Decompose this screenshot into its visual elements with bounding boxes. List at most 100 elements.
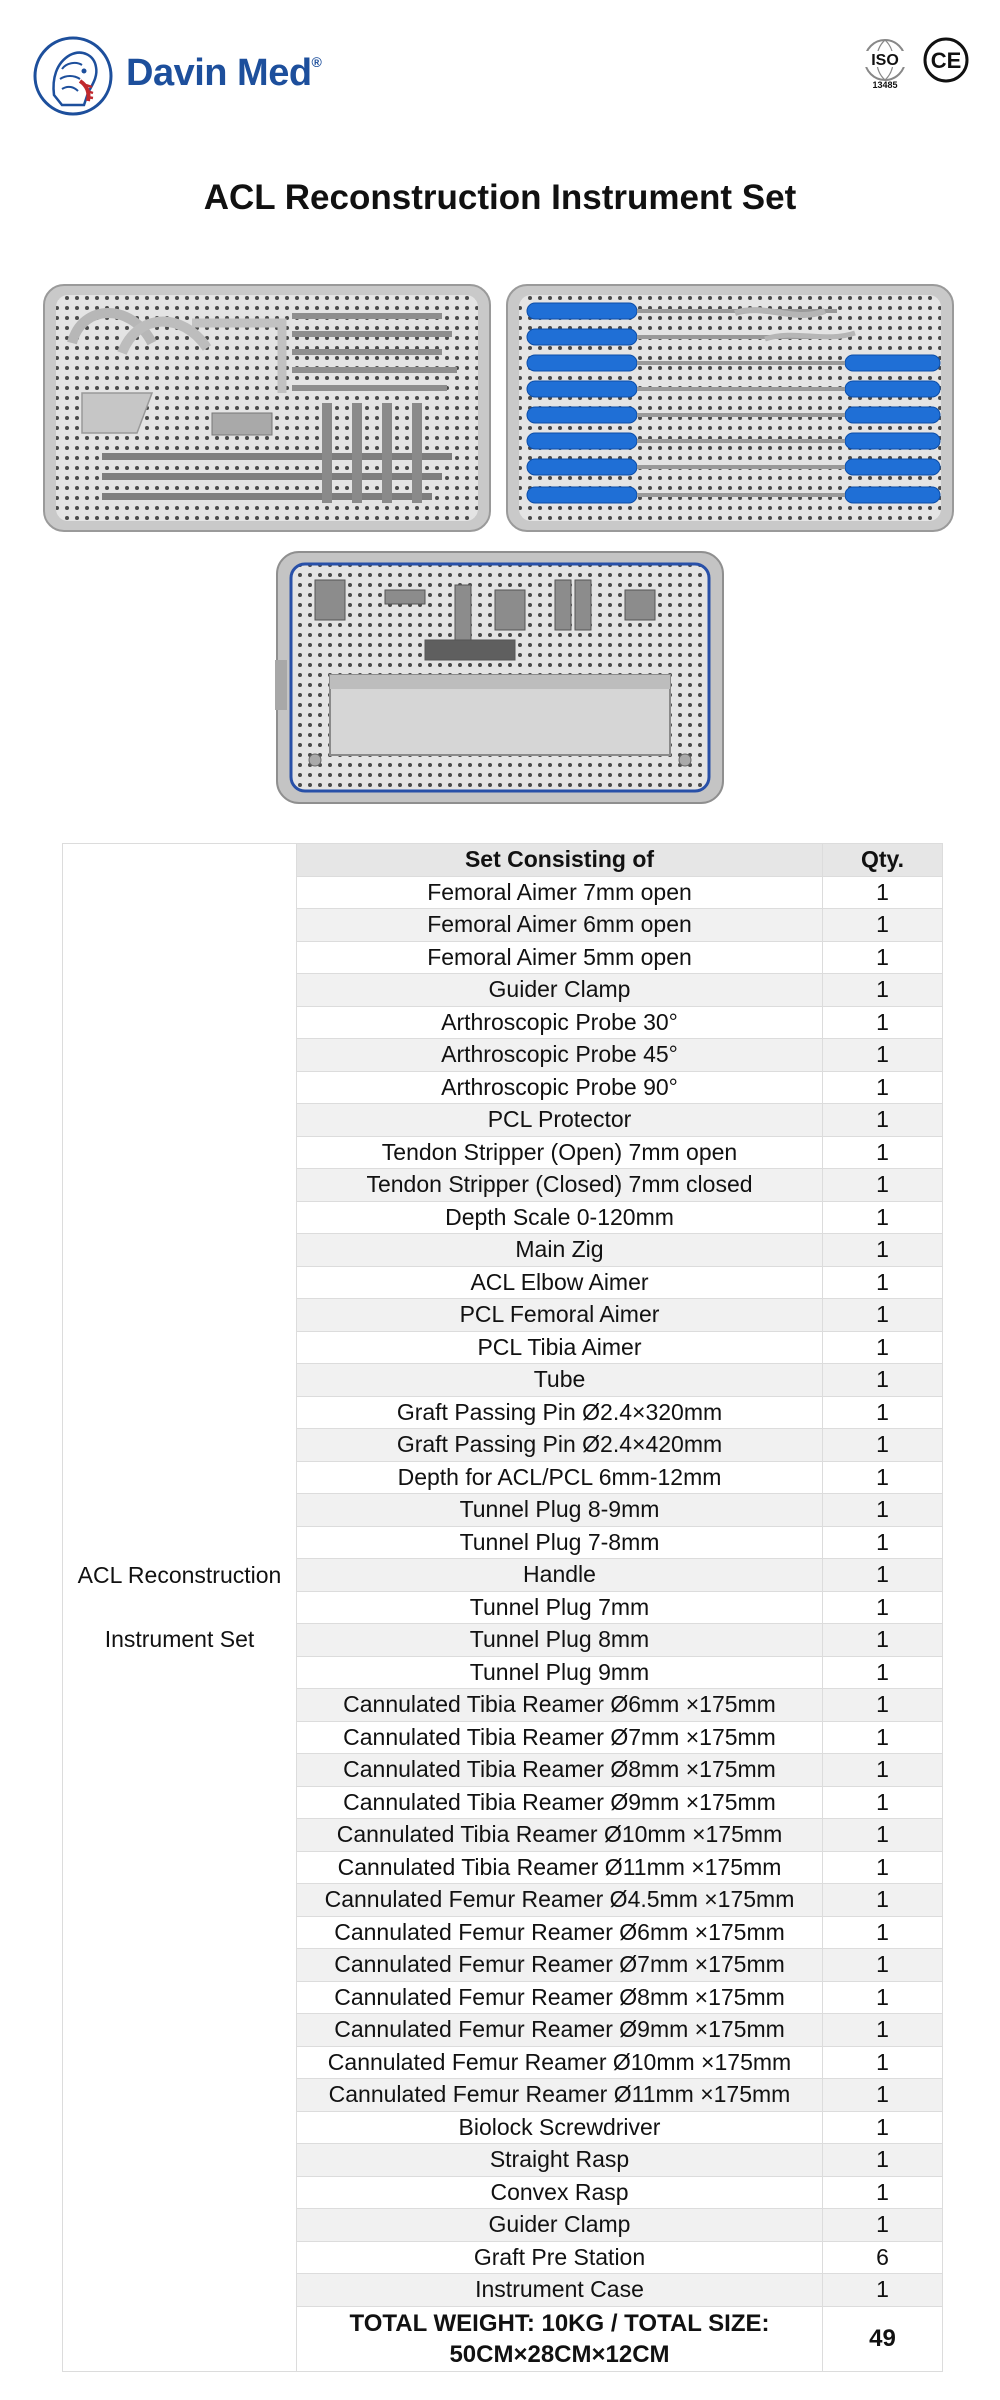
total-row: TOTAL WEIGHT: 10KG / TOTAL SIZE:50CM×28C… bbox=[63, 2305, 943, 2372]
header-item: Set Consisting of bbox=[296, 843, 823, 877]
item-qty-cell: 1 bbox=[822, 973, 943, 1007]
item-qty-cell: 1 bbox=[822, 1363, 943, 1397]
item-qty-cell: 1 bbox=[822, 1785, 943, 1819]
item-name-cell: Cannulated Tibia Reamer Ø8mm ×175mm bbox=[296, 1753, 823, 1787]
item-name-cell: Handle bbox=[296, 1558, 823, 1592]
item-name-cell: Tendon Stripper (Open) 7mm open bbox=[296, 1135, 823, 1169]
item-qty-cell: 1 bbox=[822, 1200, 943, 1234]
item-name-cell: PCL Femoral Aimer bbox=[296, 1298, 823, 1332]
item-qty-cell: 1 bbox=[822, 1688, 943, 1722]
svg-text:ISO: ISO bbox=[871, 52, 899, 69]
item-qty-cell: 1 bbox=[822, 875, 943, 909]
item-qty-cell: 1 bbox=[822, 1720, 943, 1754]
item-name-cell: Cannulated Femur Reamer Ø4.5mm ×175mm bbox=[296, 1883, 823, 1917]
item-name-cell: Cannulated Femur Reamer Ø11mm ×175mm bbox=[296, 2078, 823, 2112]
item-name-cell: Tunnel Plug 7-8mm bbox=[296, 1525, 823, 1559]
item-qty-cell: 1 bbox=[822, 1623, 943, 1657]
item-qty-cell: 1 bbox=[822, 1395, 943, 1429]
item-qty-cell: 1 bbox=[822, 2175, 943, 2209]
tray-1-photo bbox=[43, 284, 491, 532]
item-name-cell: Arthroscopic Probe 30° bbox=[296, 1005, 823, 1039]
item-name-cell: Depth for ACL/PCL 6mm-12mm bbox=[296, 1460, 823, 1494]
item-name-cell: Femoral Aimer 7mm open bbox=[296, 875, 823, 909]
item-qty-cell: 1 bbox=[822, 2078, 943, 2112]
item-qty-cell: 1 bbox=[822, 2208, 943, 2242]
item-name-cell: Guider Clamp bbox=[296, 2208, 823, 2242]
item-qty-cell: 1 bbox=[822, 1980, 943, 2014]
item-name-cell: Tunnel Plug 7mm bbox=[296, 1590, 823, 1624]
item-name-cell: Femoral Aimer 6mm open bbox=[296, 908, 823, 942]
item-name-cell: Tunnel Plug 8mm bbox=[296, 1623, 823, 1657]
item-name-cell: Tendon Stripper (Closed) 7mm closed bbox=[296, 1168, 823, 1202]
item-name-cell: Femoral Aimer 5mm open bbox=[296, 940, 823, 974]
item-name-cell: Straight Rasp bbox=[296, 2143, 823, 2177]
table-row: Arthroscopic Probe 90°1 bbox=[63, 1070, 943, 1104]
item-qty-cell: 1 bbox=[822, 1558, 943, 1592]
item-name-cell: Arthroscopic Probe 90° bbox=[296, 1070, 823, 1104]
item-name-cell: Cannulated Femur Reamer Ø7mm ×175mm bbox=[296, 1948, 823, 1982]
item-qty-cell: 1 bbox=[822, 1948, 943, 1982]
item-qty-cell: 1 bbox=[822, 1915, 943, 1949]
set-name-cell: ACL Reconstruction Instrument Set bbox=[62, 843, 297, 2372]
item-name-cell: Tunnel Plug 8-9mm bbox=[296, 1493, 823, 1527]
item-name-cell: Cannulated Tibia Reamer Ø10mm ×175mm bbox=[296, 1818, 823, 1852]
item-qty-cell: 1 bbox=[822, 1883, 943, 1917]
total-qty: 49 bbox=[822, 2305, 943, 2372]
item-qty-cell: 1 bbox=[822, 1168, 943, 1202]
item-qty-cell: 1 bbox=[822, 940, 943, 974]
item-qty-cell: 1 bbox=[822, 1753, 943, 1787]
item-name-cell: Cannulated Tibia Reamer Ø11mm ×175mm bbox=[296, 1850, 823, 1884]
instrument-set-table: ACL Reconstruction Instrument Set Set Co… bbox=[62, 843, 943, 2372]
item-qty-cell: 1 bbox=[822, 1818, 943, 1852]
item-qty-cell: 1 bbox=[822, 2045, 943, 2079]
item-name-cell: Cannulated Tibia Reamer Ø7mm ×175mm bbox=[296, 1720, 823, 1754]
item-qty-cell: 1 bbox=[822, 1298, 943, 1332]
item-qty-cell: 1 bbox=[822, 1135, 943, 1169]
item-name-cell: Graft Passing Pin Ø2.4×420mm bbox=[296, 1428, 823, 1462]
item-name-cell: Cannulated Femur Reamer Ø6mm ×175mm bbox=[296, 1915, 823, 1949]
tray-3-photo bbox=[275, 551, 724, 804]
item-name-cell: Arthroscopic Probe 45° bbox=[296, 1038, 823, 1072]
brand-logo-icon bbox=[33, 36, 113, 116]
item-name-cell: Instrument Case bbox=[296, 2273, 823, 2307]
item-qty-cell: 1 bbox=[822, 1233, 943, 1267]
table-header-row: ACL Reconstruction Instrument Set Set Co… bbox=[62, 843, 943, 2372]
item-name-cell: Graft Pre Station bbox=[296, 2240, 823, 2274]
item-qty-cell: 1 bbox=[822, 2143, 943, 2177]
item-qty-cell: 1 bbox=[822, 2013, 943, 2047]
brand-name: Davin Med® bbox=[126, 52, 322, 94]
item-name-cell: Guider Clamp bbox=[296, 973, 823, 1007]
total-weight-size: TOTAL WEIGHT: 10KG / TOTAL SIZE:50CM×28C… bbox=[296, 2305, 823, 2372]
table-row: Arthroscopic Probe 30°1 bbox=[63, 1005, 943, 1039]
item-qty-cell: 1 bbox=[822, 1070, 943, 1104]
